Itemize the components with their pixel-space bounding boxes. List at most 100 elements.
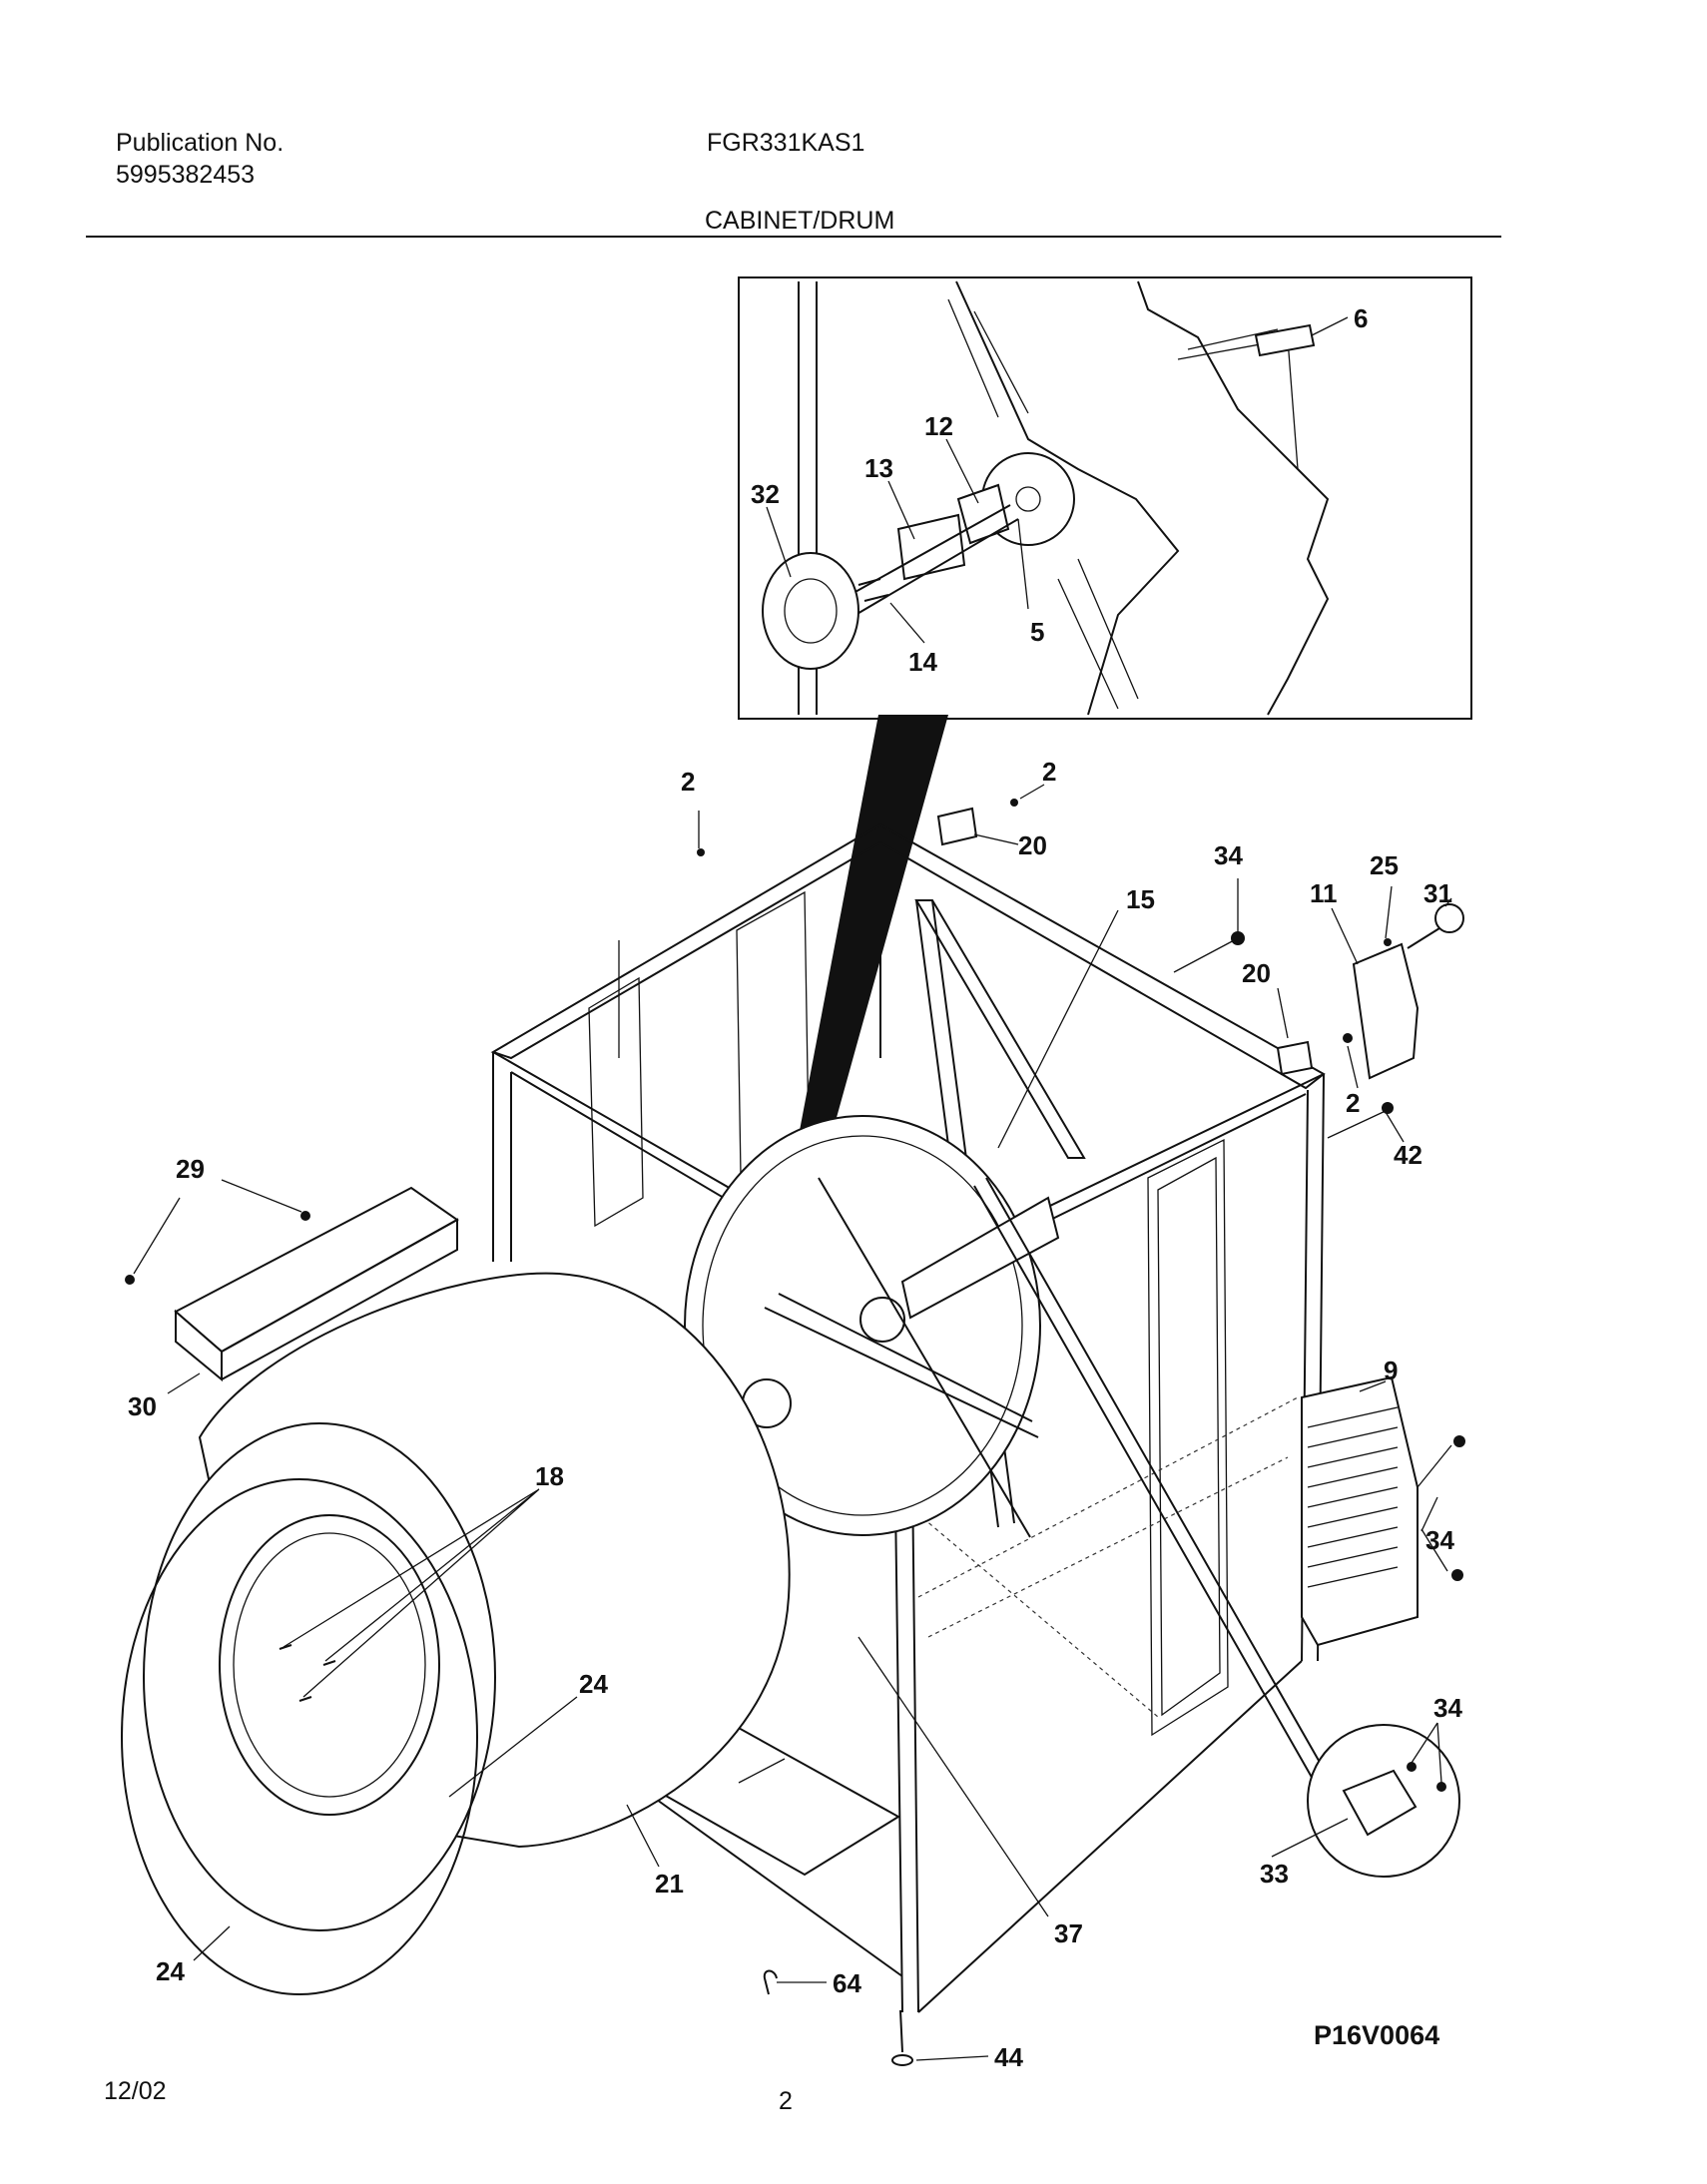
leader-5	[1017, 518, 1029, 610]
foot-part-44	[891, 2054, 913, 2066]
clip-20-right	[1276, 1040, 1314, 1076]
callout-24-lower: 24	[156, 1956, 185, 1986]
footer-date: 12/02	[104, 2077, 167, 2105]
section-title: CABINET/DRUM	[705, 207, 895, 235]
callout-42: 42	[1394, 1140, 1422, 1170]
rear-panel-embossing-left	[588, 976, 644, 1228]
hook-part-64	[763, 1969, 778, 1995]
callout-2-clip: 2	[1042, 757, 1056, 787]
switch-screw-34-b	[1436, 1782, 1446, 1792]
header-rule	[86, 236, 1501, 238]
screw-2-clip	[1010, 799, 1018, 807]
inset-bearing-32	[762, 552, 859, 670]
callout-34-top: 34	[1214, 840, 1243, 870]
drum-idler	[859, 1297, 905, 1343]
inset-strap	[1187, 328, 1279, 350]
foot-stud-44	[899, 2009, 903, 2053]
base-slot	[738, 1758, 786, 1784]
screw-29-b	[125, 1275, 135, 1285]
knob-shaft-31	[1407, 927, 1440, 949]
leader-13	[887, 480, 915, 540]
leader-2-right	[1347, 1045, 1359, 1089]
leader-34-switch	[1411, 1722, 1442, 1784]
leader-29-b	[133, 1197, 181, 1275]
drum-strap	[764, 1293, 1039, 1438]
belt-part-15	[914, 899, 1086, 1159]
switch-plate-11	[1352, 942, 1420, 1080]
leader-30	[167, 1372, 201, 1394]
drum-felt-seal-24	[121, 1478, 478, 1995]
callout-6: 6	[1354, 303, 1368, 333]
publication-label: Publication No.	[116, 129, 284, 157]
leader-24-lower	[193, 1925, 231, 1961]
leader-6	[1311, 316, 1349, 336]
front-trim-part-30	[174, 1186, 459, 1382]
model-number: FGR331KAS1	[707, 129, 865, 157]
leader-34-rear	[1417, 1444, 1452, 1572]
cabinet-top-frame-back	[490, 822, 1326, 1090]
callout-30: 30	[128, 1391, 157, 1421]
callout-11: 11	[1310, 878, 1338, 908]
drum-support-bar	[900, 1196, 1060, 1320]
callout-15: 15	[1126, 884, 1155, 914]
leader-42-cabinet	[1327, 1109, 1389, 1139]
callout-18: 18	[535, 1461, 564, 1491]
callout-13: 13	[864, 453, 893, 483]
switch-screw-34-a	[1407, 1762, 1417, 1772]
callout-labels: 2 2 20 34 25 31 11 15 20 2 42 29 30 9 18…	[128, 757, 1462, 2072]
diagram-code: P16V0064	[1314, 2020, 1440, 2050]
inset-shaft	[828, 504, 1019, 626]
drum	[121, 1272, 791, 1995]
callout-25: 25	[1370, 850, 1399, 880]
switch-detail-circle	[1307, 1724, 1460, 1878]
callout-21: 21	[655, 1869, 684, 1899]
leader-20-right	[1277, 987, 1289, 1039]
leader-34-rear-label	[1421, 1496, 1438, 1532]
callout-33: 33	[1260, 1859, 1289, 1889]
leader-32	[766, 506, 792, 578]
inset-support-arm	[955, 280, 1180, 716]
clip-20-top	[936, 807, 978, 846]
leaders	[133, 784, 1452, 2061]
screw-25	[1384, 938, 1392, 946]
drum-rear-rod	[818, 1177, 1031, 1538]
callout-64: 64	[833, 1968, 861, 1998]
callout-34-rear: 34	[1425, 1525, 1454, 1555]
screw-29-a	[300, 1211, 310, 1221]
inset-frame	[738, 276, 1472, 720]
inset-plate-13	[896, 513, 966, 581]
leader-25	[1385, 885, 1393, 939]
trim-front	[221, 1218, 458, 1380]
callout-20-right: 20	[1242, 958, 1271, 988]
callout-34-switch: 34	[1433, 1693, 1462, 1723]
inset-bearing-bracket-12	[956, 483, 1010, 545]
footer-page-number: 2	[779, 2087, 793, 2115]
switch-part-33	[1342, 1769, 1418, 1837]
rear-panel-louvers	[1307, 1406, 1399, 1588]
callout-37: 37	[1054, 1918, 1083, 1948]
screw-2-top	[697, 848, 705, 856]
leader-33	[1271, 1818, 1349, 1858]
callout-2-top: 2	[681, 767, 695, 797]
leader-12	[945, 438, 979, 504]
drum-opening-lip	[233, 1532, 426, 1798]
leader-15	[997, 909, 1119, 1149]
leader-20-top	[973, 833, 1019, 845]
leader-14	[889, 602, 925, 644]
callout-14: 14	[908, 647, 937, 677]
callout-5: 5	[1030, 617, 1044, 647]
callout-9: 9	[1384, 1356, 1398, 1385]
leader-18	[283, 1488, 540, 1698]
callout-29: 29	[176, 1154, 205, 1184]
inset-slots	[947, 298, 1139, 710]
screw-34-rear-a	[1453, 1435, 1465, 1447]
leader-42	[1385, 1111, 1405, 1143]
leader-24-upper	[448, 1696, 578, 1798]
leader-31	[1444, 897, 1452, 907]
cabinet-left-front-post	[492, 1052, 512, 1262]
screw-2-right	[1343, 1033, 1353, 1043]
cabinet	[490, 822, 1327, 2013]
rear-panel-part-9	[1301, 1375, 1419, 1647]
inset-detail: 6 12 13 32 5 14	[738, 276, 1472, 720]
